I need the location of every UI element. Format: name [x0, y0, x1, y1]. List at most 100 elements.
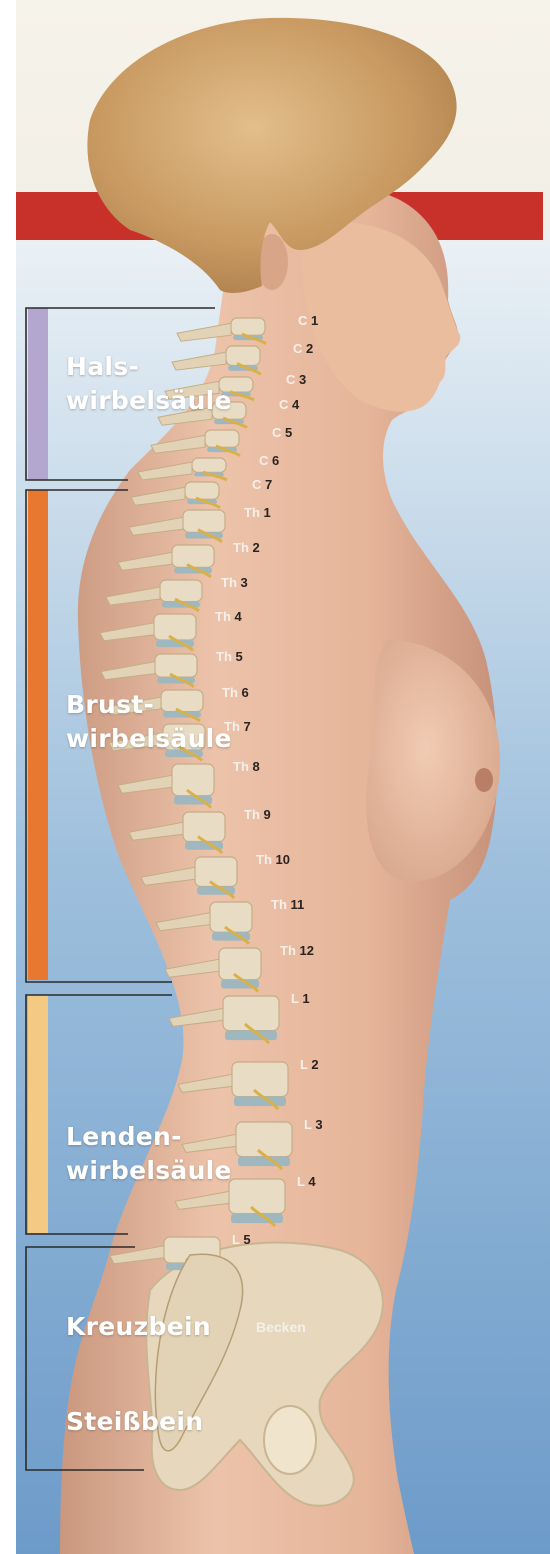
vertebra-body [236, 1122, 292, 1157]
vertebra-label-prefix: Th [215, 609, 231, 624]
vertebra-label-number: 4 [231, 609, 242, 624]
vertebra-label: C 6 [259, 454, 279, 467]
region-bar-lumbar [28, 995, 48, 1233]
vertebra-label-number: 8 [249, 759, 260, 774]
vertebra-label-number: 12 [296, 943, 314, 958]
vertebra-label-prefix: Th [233, 540, 249, 555]
vertebra-body [154, 614, 196, 640]
vertebra-body [210, 902, 252, 932]
vertebra-label-number: 6 [238, 685, 249, 700]
vertebra-label-prefix: Th [244, 807, 260, 822]
label-thoracic-line1: Brust- [66, 688, 232, 722]
vertebra-label-number: 1 [299, 991, 310, 1006]
vertebra-body [192, 458, 226, 472]
vertebra-label-number: 7 [240, 719, 251, 734]
vertebra-label: C 7 [252, 478, 272, 491]
vertebra-label: L 1 [291, 992, 310, 1005]
vertebra-label: Th 4 [215, 610, 242, 623]
vertebra-label-number: 4 [305, 1174, 316, 1189]
vertebra-label: Th 11 [271, 898, 304, 911]
label-coccyx: Steißbein [66, 1405, 203, 1439]
label-thoracic-line2: wirbelsäule [66, 722, 232, 756]
vertebra-label-number: 5 [240, 1232, 251, 1247]
vertebra-label-prefix: Th [233, 759, 249, 774]
vertebra-label: Th 8 [233, 760, 260, 773]
intervertebral-disc [225, 1031, 277, 1041]
vertebra-label-number: 2 [308, 1057, 319, 1072]
nipple [475, 768, 493, 792]
vertebra-label-prefix: L [297, 1174, 305, 1189]
vertebra-label-number: 3 [295, 372, 306, 387]
vertebra-label-prefix: Th [224, 719, 240, 734]
vertebra-label: L 3 [304, 1118, 323, 1131]
vertebra-label: C 4 [279, 398, 299, 411]
vertebra-label: Th 3 [221, 576, 248, 589]
vertebra-label: C 2 [293, 342, 313, 355]
label-lumbar-line1: Lenden- [66, 1120, 232, 1154]
label-cervical-line2: wirbelsäule [66, 384, 232, 418]
vertebra-label: C 3 [286, 373, 306, 386]
vertebra-body [232, 1062, 288, 1097]
label-cervical-line1: Hals- [66, 350, 232, 384]
pelvis-foramen [264, 1406, 316, 1474]
region-bar-cervical [28, 308, 48, 480]
vertebra-label-number: 6 [268, 453, 279, 468]
vertebra-label-prefix: Th [244, 505, 260, 520]
vertebra-label-number: 5 [281, 425, 292, 440]
vertebra-label-number: 1 [307, 313, 318, 328]
intervertebral-disc [234, 1097, 286, 1107]
vertebra-body [155, 654, 197, 677]
vertebra-label-number: 5 [232, 649, 243, 664]
vertebra-body [223, 996, 279, 1031]
vertebra-label-prefix: C [298, 313, 307, 328]
vertebra-label-number: 1 [260, 505, 271, 520]
vertebra-label: L 2 [300, 1058, 319, 1071]
label-lumbar-line2: wirbelsäule [66, 1154, 232, 1188]
vertebra-label-prefix: Th [222, 685, 238, 700]
vertebra-label-number: 7 [261, 477, 272, 492]
label-thoracic: Brust- wirbelsäule [66, 688, 232, 756]
vertebra-label: Th 5 [216, 650, 243, 663]
vertebra-body [183, 510, 225, 532]
vertebra-label-prefix: C [286, 372, 295, 387]
vertebra-body [185, 482, 219, 499]
vertebra-label-number: 10 [272, 852, 290, 867]
intervertebral-disc [231, 1214, 283, 1224]
vertebra-label: Th 10 [256, 853, 290, 866]
vertebra-label: Th 12 [280, 944, 314, 957]
vertebra-label: Th 2 [233, 541, 260, 554]
vertebra-body [160, 580, 202, 602]
vertebra-body [219, 948, 261, 980]
vertebra-label: L 4 [297, 1175, 316, 1188]
vertebra-label-prefix: Th [221, 575, 237, 590]
intervertebral-disc [238, 1157, 290, 1167]
label-sacrum: Kreuzbein [66, 1310, 211, 1344]
vertebra-label-number: 2 [249, 540, 260, 555]
vertebra-label-number: 4 [288, 397, 299, 412]
vertebra-label-prefix: C [259, 453, 268, 468]
vertebra-label-number: 3 [312, 1117, 323, 1132]
vertebra-label-prefix: Th [216, 649, 232, 664]
vertebra-label: C 1 [298, 314, 318, 327]
vertebra-body [183, 812, 225, 842]
vertebra-label-prefix: L [291, 991, 299, 1006]
vertebra-label: L 5 [232, 1233, 251, 1246]
vertebra-label-number: 11 [287, 897, 304, 912]
vertebra-label-prefix: L [232, 1232, 240, 1247]
vertebra-label: Th 1 [244, 506, 271, 519]
region-bar-thoracic [28, 490, 48, 980]
vertebra-label: C 5 [272, 426, 292, 439]
label-cervical: Hals- wirbelsäule [66, 350, 232, 418]
vertebra-body [205, 430, 239, 447]
vertebra-label-prefix: C [279, 397, 288, 412]
label-lumbar: Lenden- wirbelsäule [66, 1120, 232, 1188]
vertebra-label: Th 6 [222, 686, 249, 699]
vertebra-label-prefix: Th [271, 897, 287, 912]
vertebra-label-prefix: Th [256, 852, 272, 867]
vertebra-body [229, 1179, 285, 1214]
vertebra-label-prefix: C [252, 477, 261, 492]
vertebra-label-number: 2 [302, 341, 313, 356]
vertebra-label-prefix: L [300, 1057, 308, 1072]
vertebra-label-prefix: Th [280, 943, 296, 958]
